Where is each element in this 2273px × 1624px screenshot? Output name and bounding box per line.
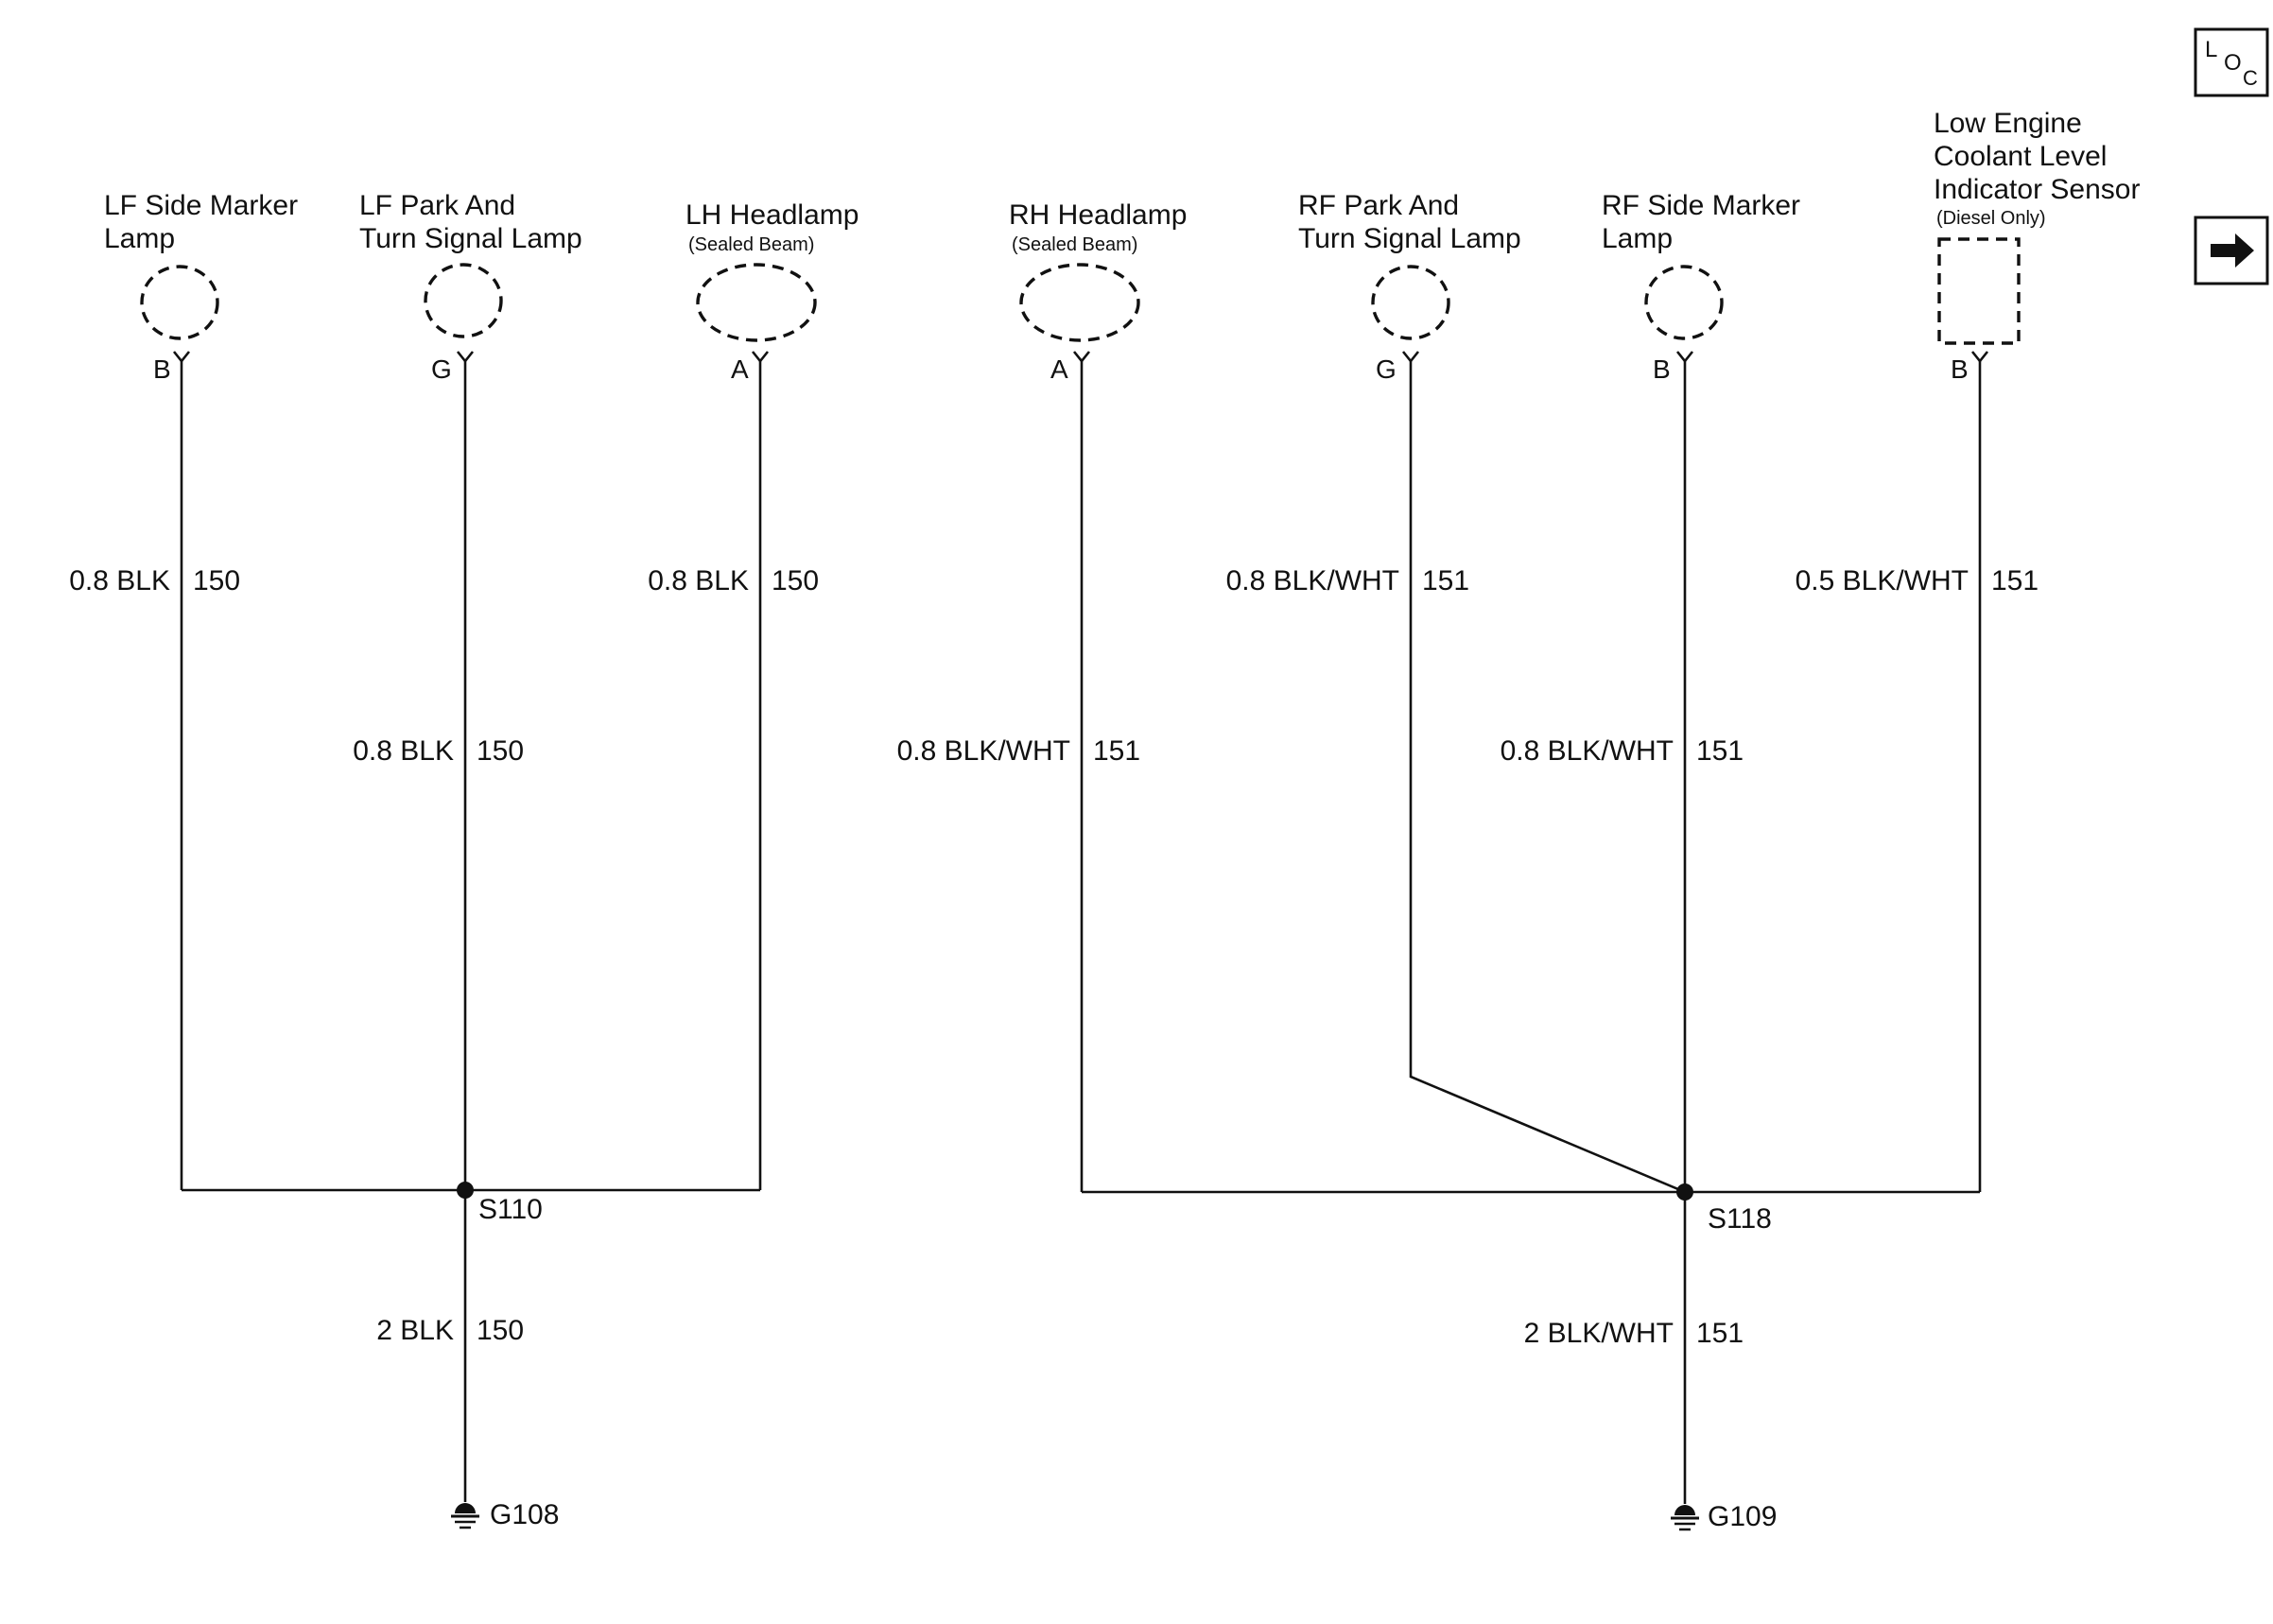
splice-label: S110 — [478, 1194, 543, 1225]
lamp-outline — [1644, 265, 1724, 340]
wire-spec: 0.8 BLK — [69, 565, 170, 596]
component-label: LF Park And — [359, 190, 515, 221]
terminal — [751, 351, 770, 364]
wire-spec: 0.8 BLK/WHT — [897, 735, 1070, 767]
component-label: Indicator Sensor — [1934, 174, 2140, 205]
wire-spec: 0.8 BLK/WHT — [1501, 735, 1674, 767]
lf-park-turn-signal-lamp: LF Park And Turn Signal Lamp G — [359, 190, 582, 384]
rf-park-turn-signal-lamp: RF Park And Turn Signal Lamp G — [1298, 190, 1521, 384]
pin-label: G — [1376, 354, 1397, 384]
component-label: LH Headlamp — [685, 199, 859, 231]
component-note: (Diesel Only) — [1936, 208, 2046, 229]
wire-circuit: 151 — [1991, 565, 2039, 596]
wire-spec: 0.5 BLK/WHT — [1796, 565, 1969, 596]
wire-circuit: 151 — [1422, 565, 1469, 596]
loc-icon-letter: O — [2224, 50, 2242, 76]
ground-label: G108 — [490, 1499, 559, 1530]
component-label: RH Headlamp — [1009, 199, 1187, 231]
lamp-outline — [1019, 263, 1140, 342]
component-note: (Sealed Beam) — [1012, 234, 1137, 255]
lf-side-marker-lamp: LF Side Marker Lamp B — [104, 190, 298, 384]
pin-label: B — [153, 354, 171, 384]
splice-s110: S110 — [457, 1182, 543, 1225]
wire-spec: 0.8 BLK/WHT — [1226, 565, 1399, 596]
pin-label: A — [731, 354, 749, 384]
ground-label: G109 — [1708, 1501, 1777, 1532]
splice-label: S118 — [1708, 1203, 1772, 1235]
pin-label: B — [1951, 354, 1969, 384]
terminal — [456, 351, 475, 364]
terminal — [1970, 351, 1989, 364]
wire-circuit: 150 — [193, 565, 240, 596]
splice-dot — [457, 1182, 474, 1199]
loc-icon-letter: L — [2205, 37, 2217, 62]
lh-headlamp: LH Headlamp (Sealed Beam) A — [685, 199, 859, 384]
lamp-outline — [1371, 265, 1450, 340]
wire-circuit: 151 — [1696, 735, 1744, 767]
pin-label: A — [1050, 354, 1068, 384]
component-label: Lamp — [104, 223, 175, 254]
wire-circuit: 150 — [477, 1315, 524, 1346]
component-label: RF Side Marker — [1602, 190, 1800, 221]
wire-labels: 0.8 BLK 150 0.8 BLK 150 0.8 BLK 150 0.8 … — [69, 565, 2039, 1349]
lamp-outline — [140, 265, 219, 340]
ground-g109: G109 — [1671, 1501, 1777, 1532]
wire-spec: 0.8 BLK — [648, 565, 749, 596]
loc-icon-letter: C — [2243, 66, 2258, 90]
location-view-button[interactable]: L O C — [2194, 27, 2269, 97]
pin-label: G — [431, 354, 452, 384]
component-label: Low Engine — [1934, 108, 2082, 139]
next-page-button[interactable] — [2194, 216, 2269, 285]
lamp-outline — [424, 263, 503, 338]
ground-icon — [1671, 1505, 1699, 1531]
rf-side-marker-lamp: RF Side Marker Lamp B — [1602, 190, 1800, 384]
component-label: Turn Signal Lamp — [1298, 223, 1521, 254]
wire-circuit: 151 — [1093, 735, 1140, 767]
component-label: RF Park And — [1298, 190, 1459, 221]
wire-spec: 2 BLK — [376, 1315, 454, 1346]
wire-spec: 2 BLK/WHT — [1524, 1318, 1674, 1349]
arrow-right-icon — [2211, 233, 2254, 268]
sensor-outline — [1937, 237, 2021, 345]
splice-dot — [1676, 1183, 1693, 1201]
wire-circuit: 150 — [772, 565, 819, 596]
splice-s118: S118 — [1676, 1183, 1772, 1235]
terminal — [1401, 351, 1420, 364]
component-label: Lamp — [1602, 223, 1673, 254]
coolant-level-sensor: Low Engine Coolant Level Indicator Senso… — [1934, 108, 2140, 384]
component-note: (Sealed Beam) — [688, 234, 814, 255]
loc-icon — [2194, 27, 2269, 97]
wire-circuit: 150 — [477, 735, 524, 767]
component-label: Coolant Level — [1934, 141, 2107, 172]
ground-g108: G108 — [451, 1499, 559, 1530]
component-label: LF Side Marker — [104, 190, 298, 221]
lamp-outline — [696, 263, 817, 342]
component-label: Turn Signal Lamp — [359, 223, 582, 254]
wires — [180, 361, 1982, 1504]
button-frame — [2194, 216, 2269, 285]
terminal — [172, 351, 191, 364]
wire-spec: 0.8 BLK — [353, 735, 454, 767]
ground-icon — [451, 1503, 479, 1529]
rh-headlamp: RH Headlamp (Sealed Beam) A — [1009, 199, 1187, 384]
terminal — [1072, 351, 1091, 364]
pin-label: B — [1653, 354, 1671, 384]
wire-rf-park-turn — [1409, 361, 1686, 1194]
terminal — [1675, 351, 1694, 364]
wire-circuit: 151 — [1696, 1318, 1744, 1349]
